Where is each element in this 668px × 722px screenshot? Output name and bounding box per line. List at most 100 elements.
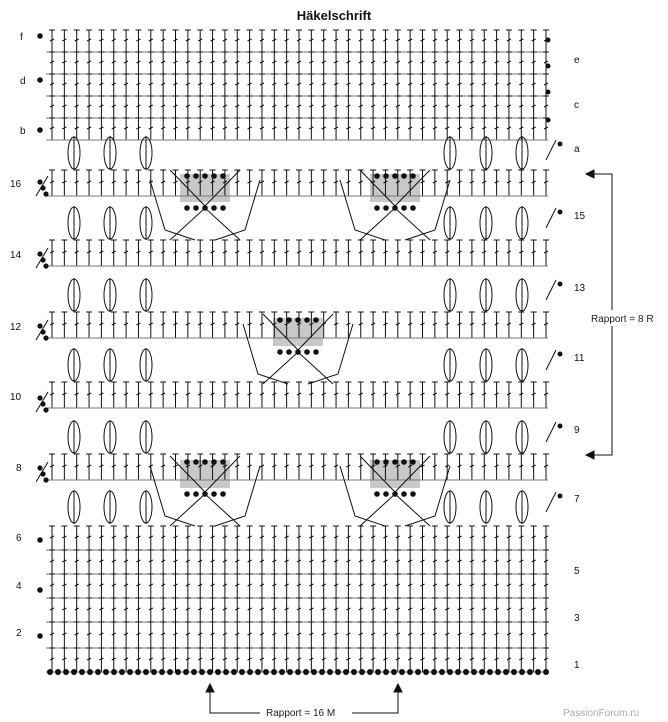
turning-chain-slant xyxy=(545,421,557,443)
treble-cross xyxy=(420,607,425,611)
turning-chain-dot xyxy=(40,257,46,263)
turning-chain-dot xyxy=(43,477,49,483)
row-rapport-arrow-bottom xyxy=(584,450,595,460)
treble-cross xyxy=(358,657,363,661)
treble-cross xyxy=(62,583,67,587)
treble-cross xyxy=(296,464,302,468)
treble-cross xyxy=(346,82,351,86)
treble-cross xyxy=(259,607,265,611)
treble-cross xyxy=(296,632,302,636)
treble-cross xyxy=(444,559,450,563)
treble-cross xyxy=(420,180,425,184)
treble-cross xyxy=(420,464,425,468)
treble-cross xyxy=(444,82,450,86)
treble-cross xyxy=(111,250,116,254)
foundation-chain-dot xyxy=(191,669,197,675)
foundation-chain-dot xyxy=(135,669,141,675)
row-label-4: 4 xyxy=(16,581,22,592)
treble-cross xyxy=(333,104,339,108)
treble-cross xyxy=(185,180,191,184)
treble-cross xyxy=(321,657,326,661)
treble-cross xyxy=(123,559,129,563)
treble-cross xyxy=(519,464,524,468)
treble-cross xyxy=(309,82,314,86)
motif-chain-dot xyxy=(211,491,217,497)
turning-chain-dot xyxy=(40,471,46,477)
treble-cross xyxy=(111,38,116,42)
motif-chain-dot xyxy=(401,459,407,465)
row-label-e: e xyxy=(574,55,580,66)
treble-cross xyxy=(272,607,277,611)
row-label-14: 14 xyxy=(10,250,22,261)
treble-cross xyxy=(494,126,499,130)
motif-chain-dot xyxy=(295,349,301,355)
motif-chain-dot xyxy=(184,173,190,179)
treble-cross xyxy=(235,180,240,184)
turning-chain-dot xyxy=(43,191,49,197)
motif-chain-dot xyxy=(202,173,208,179)
treble-cross xyxy=(197,632,203,636)
foundation-chain-dot xyxy=(511,669,517,675)
treble-cross xyxy=(173,583,178,587)
treble-cross xyxy=(420,559,425,563)
treble-cross xyxy=(62,392,67,396)
treble-cross xyxy=(160,607,166,611)
treble-cross xyxy=(123,250,129,254)
motif-chain-dot xyxy=(277,317,283,323)
treble-cross xyxy=(444,583,450,587)
motif-chain-dot xyxy=(193,205,199,211)
foundation-chain-dot xyxy=(63,669,69,675)
foundation-chain-dot xyxy=(239,669,245,675)
motif-chain-dot xyxy=(392,491,398,497)
treble-cross xyxy=(210,126,215,130)
treble-cross xyxy=(197,583,203,587)
treble-cross xyxy=(444,38,450,42)
motif-chain-dot xyxy=(220,491,226,497)
treble-cross xyxy=(173,82,178,86)
turning-chain-dot xyxy=(557,209,563,215)
treble-cross xyxy=(74,126,79,130)
treble-cross xyxy=(506,180,512,184)
foundation-chain-dot xyxy=(383,669,389,675)
treble-cross xyxy=(321,535,326,539)
treble-cross xyxy=(519,180,524,184)
treble-cross xyxy=(160,657,166,661)
treble-cross xyxy=(519,104,524,108)
turning-chain-dot xyxy=(545,37,551,43)
treble-cross xyxy=(383,82,388,86)
treble-cross xyxy=(197,535,203,539)
turning-chain-dot xyxy=(40,401,46,407)
treble-cross xyxy=(148,392,154,396)
foundation-chain-dot xyxy=(167,669,173,675)
motif-chain-dot xyxy=(220,459,226,465)
treble-cross xyxy=(74,82,79,86)
treble-cross xyxy=(309,392,314,396)
treble-cross xyxy=(49,60,55,64)
treble-cross xyxy=(284,104,289,108)
treble-cross xyxy=(197,657,203,661)
treble-cross xyxy=(247,607,252,611)
row-rapport-arrow-top xyxy=(584,169,595,179)
treble-cross xyxy=(173,657,178,661)
treble-cross xyxy=(519,126,524,130)
treble-cross xyxy=(457,559,462,563)
motif-chain-dot xyxy=(313,317,319,323)
treble-cross xyxy=(333,657,339,661)
treble-cross xyxy=(197,126,203,130)
motif-fan-right xyxy=(307,323,354,385)
treble-cross xyxy=(519,535,524,539)
treble-cross xyxy=(383,60,388,64)
treble-cross xyxy=(259,38,265,42)
treble-cross xyxy=(296,82,302,86)
treble-cross xyxy=(136,104,141,108)
foundation-chain-dot xyxy=(175,669,181,675)
treble-cross xyxy=(333,322,339,326)
treble-cross xyxy=(136,60,141,64)
treble-cross xyxy=(531,583,536,587)
treble-cross xyxy=(482,657,487,661)
treble-cross xyxy=(469,82,475,86)
treble-cross xyxy=(506,583,512,587)
treble-cross xyxy=(136,126,141,130)
treble-cross xyxy=(272,250,277,254)
treble-cross xyxy=(272,82,277,86)
